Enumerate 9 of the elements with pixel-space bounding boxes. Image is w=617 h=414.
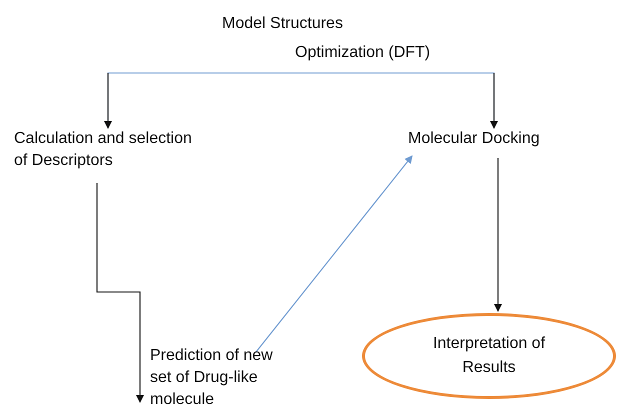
node-label: Molecular Docking xyxy=(407,129,541,149)
arrow xyxy=(96,183,144,403)
arrow xyxy=(494,158,502,312)
node-label: Optimization (DFT) xyxy=(295,43,430,63)
node-label: Calculation and selection of Descriptors xyxy=(13,129,193,171)
node-label: Model Structures xyxy=(222,14,343,34)
node-label: Prediction of new set of Drug-like molecule xyxy=(149,346,274,410)
arrow xyxy=(256,155,413,352)
node-label: Interpretation of Results xyxy=(432,334,546,378)
